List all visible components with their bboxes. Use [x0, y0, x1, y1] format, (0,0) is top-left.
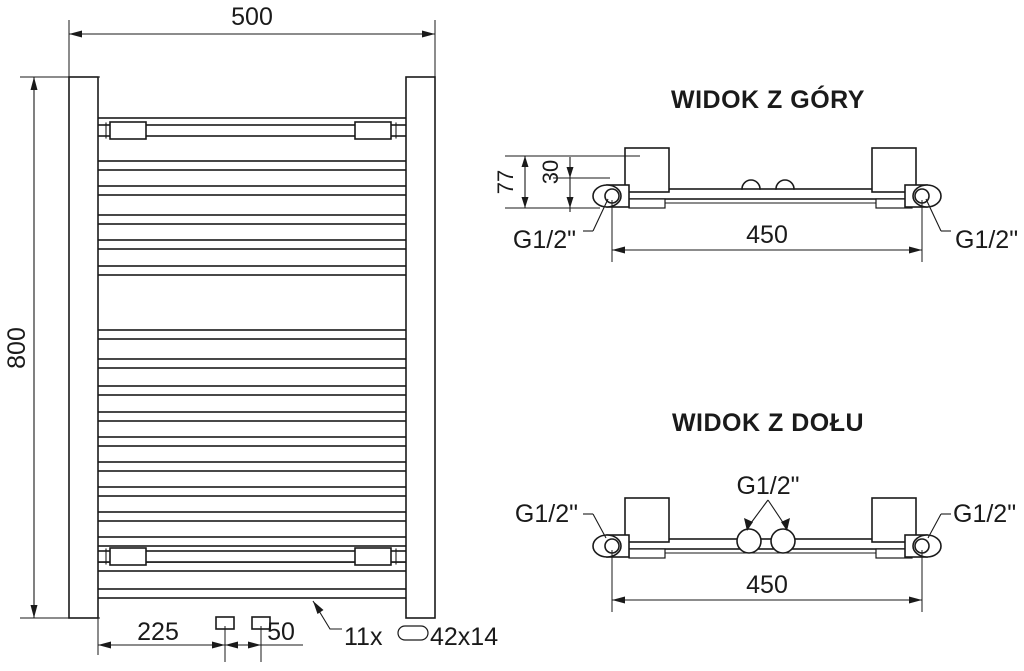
front-view-rungs: [95, 117, 409, 599]
bottom-view-bracket-left: [624, 497, 670, 543]
front-view-width-label: 500: [231, 3, 273, 31]
front-view-rung-profile-label: 42x14: [430, 623, 498, 651]
top-view-vent-left: [741, 179, 761, 190]
bottom-view-thread-left-label: G1/2": [515, 500, 578, 528]
top-view: WIDOK Z GÓRY 77 30: [493, 84, 1018, 262]
bottom-view-center-label: 450: [746, 571, 788, 599]
front-view-left-rail: [68, 76, 99, 619]
bottom-view-title: WIDOK Z DOŁU: [672, 409, 864, 437]
rounded-profile-icon: [397, 625, 429, 641]
front-view-crossbar-bottom: [95, 547, 409, 566]
front-view-rung-count-label: 11x: [344, 623, 383, 651]
bottom-view-thread-center-label: G1/2": [736, 472, 799, 500]
front-view-spacing-label: 50: [267, 618, 295, 646]
front-view-height-label: 800: [3, 327, 31, 369]
bottom-view: WIDOK Z DOŁU G1/2" 450: [515, 409, 1016, 612]
front-view-crossbar-top: [95, 121, 409, 140]
bottom-view-thread-right-label: G1/2": [953, 500, 1016, 528]
bottom-view-bracket-left-foot: [628, 548, 666, 559]
front-view-right-rail: [405, 76, 436, 619]
front-view-offset-label: 225: [137, 618, 179, 646]
front-view: [68, 76, 436, 630]
front-view-bottom-stubs: [215, 616, 271, 630]
top-view-thread-left-label: G1/2": [513, 226, 576, 254]
top-view-vent-right: [775, 179, 795, 190]
top-view-depth-label: 77: [493, 170, 518, 194]
top-view-bracket-left: [624, 147, 670, 193]
bottom-view-center-port-left: [736, 528, 762, 554]
top-view-bracket-label: 30: [538, 160, 563, 184]
top-view-thread-right-label: G1/2": [955, 226, 1018, 254]
front-view-dimensions: 500 800 225 50 11x 42x14: [3, 3, 498, 662]
top-view-bracket-left-foot: [628, 198, 666, 209]
bottom-view-center-port-right: [770, 528, 796, 554]
top-view-title: WIDOK Z GÓRY: [671, 84, 865, 114]
top-view-center-label: 450: [746, 221, 788, 249]
